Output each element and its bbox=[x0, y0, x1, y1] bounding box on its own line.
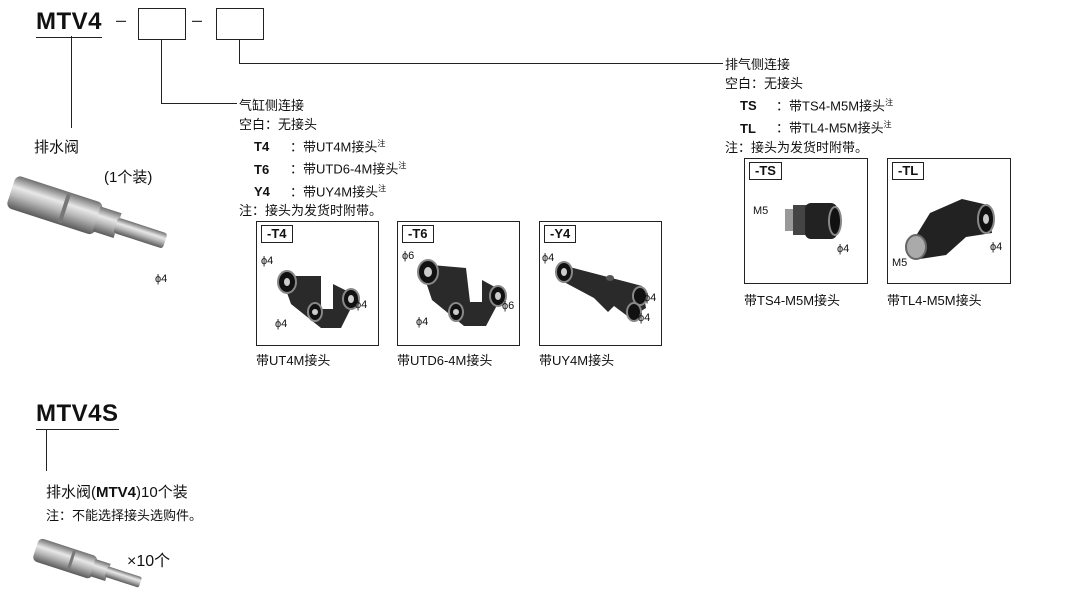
fitting-frame-ts: -TS M5 ϕ4 bbox=[744, 158, 868, 284]
fitting-frame-t6: -T6 ϕ6 ϕ6 ϕ4 bbox=[397, 221, 520, 346]
fitting-caption-ts: 带TS4-M5M接头 bbox=[744, 293, 841, 308]
leader-line-mtv4s bbox=[46, 429, 47, 471]
exhaust-side-footnote: 注：接头为发货时附带。 bbox=[725, 139, 869, 155]
mtv4s-quantity: ×10个 bbox=[127, 553, 171, 570]
model-mtv4: MTV4 bbox=[36, 8, 103, 38]
fitting-caption-tl: 带TL4-M5M接头 bbox=[887, 293, 982, 308]
straight-fitting-icon bbox=[785, 203, 842, 239]
cylinder-side-option-box bbox=[138, 8, 186, 40]
cylinder-side-block: 气缸侧连接 空白：无接头 T4：带UT4M接头注 T6：带UTD6-4M接头注 … bbox=[239, 96, 406, 220]
fitting-caption-t6: 带UTD6-4M接头 bbox=[397, 353, 493, 368]
t6-port-label-3: ϕ4 bbox=[416, 316, 429, 328]
elbow-fitting-icon bbox=[905, 199, 995, 260]
drain-valve-image bbox=[7, 176, 167, 248]
fitting-tag-t6: -T6 bbox=[402, 225, 434, 243]
cylinder-option-t4: T4：带UT4M接头注 bbox=[254, 139, 386, 155]
cylinder-option-y4: Y4：带UY4M接头注 bbox=[254, 183, 387, 199]
leader-line-exhaust-h bbox=[239, 63, 723, 64]
cylinder-option-t6: T6：带UTD6-4M接头注 bbox=[254, 161, 407, 177]
mtv4s-description: 排水阀(MTV4)10个装 bbox=[46, 484, 188, 501]
tl-port-label-m5: M5 bbox=[892, 257, 908, 269]
fitting-frame-t4: -T4 ϕ4 ϕ4 ϕ4 bbox=[256, 221, 379, 346]
t4-port-label-1: ϕ4 bbox=[261, 255, 274, 267]
exhaust-option-ts: TS：带TS4-M5M接头注 bbox=[740, 98, 894, 114]
dash-1: – bbox=[116, 10, 127, 30]
ts-port-label-phi4: ϕ4 bbox=[837, 243, 850, 255]
t4-port-label-3: ϕ4 bbox=[275, 318, 288, 330]
fitting-tag-ts: -TS bbox=[749, 162, 782, 180]
leader-line-valve bbox=[71, 36, 72, 128]
drain-valve-label: 排水阀 bbox=[34, 139, 80, 156]
y4-port-label-1: ϕ4 bbox=[542, 252, 555, 264]
fitting-caption-t4: 带UT4M接头 bbox=[256, 353, 331, 368]
exhaust-side-block: 排气侧连接 空白：无接头 TS：带TS4-M5M接头注 TL：带TL4-M5M接… bbox=[725, 55, 893, 157]
cylinder-side-footnote: 注：接头为发货时附带。 bbox=[239, 202, 383, 218]
t4-port-label-2: ϕ4 bbox=[355, 299, 368, 311]
exhaust-side-blank: 空白：无接头 bbox=[725, 76, 804, 91]
cylinder-side-blank: 空白：无接头 bbox=[239, 117, 318, 132]
t6-port-label-2: ϕ6 bbox=[502, 300, 515, 312]
ts-port-label-m5: M5 bbox=[753, 205, 769, 217]
fitting-tag-y4: -Y4 bbox=[544, 225, 577, 243]
cylinder-side-title: 气缸侧连接 bbox=[239, 98, 305, 113]
leader-line-cylinder bbox=[161, 39, 162, 104]
tee-fitting-icon bbox=[277, 270, 360, 328]
y4-port-label-3: ϕ4 bbox=[638, 312, 651, 324]
y-fitting-icon bbox=[555, 261, 648, 322]
reducer-tee-fitting-icon bbox=[417, 259, 507, 326]
fitting-tag-t4: -T4 bbox=[261, 225, 293, 243]
dash-2: – bbox=[192, 10, 203, 30]
leader-line-exhaust bbox=[239, 39, 240, 64]
model-mtv4s: MTV4S bbox=[36, 400, 119, 430]
y4-port-label-2: ϕ4 bbox=[644, 292, 657, 304]
tl-port-label-phi4: ϕ4 bbox=[990, 241, 1003, 253]
fitting-frame-y4: -Y4 ϕ4 ϕ4 ϕ4 bbox=[539, 221, 662, 346]
leader-line-cylinder-h bbox=[161, 103, 237, 104]
t6-port-label-1: ϕ6 bbox=[402, 250, 415, 262]
exhaust-option-tl: TL：带TL4-M5M接头注 bbox=[740, 120, 892, 136]
drain-valve-small-image bbox=[33, 538, 142, 588]
mtv4s-note: 注：不能选择接头选购件。 bbox=[46, 508, 203, 523]
exhaust-side-option-box bbox=[216, 8, 264, 40]
fitting-frame-tl: -TL M5 ϕ4 bbox=[887, 158, 1011, 284]
exhaust-side-title: 排气侧连接 bbox=[725, 57, 791, 72]
fitting-caption-y4: 带UY4M接头 bbox=[539, 353, 615, 368]
fitting-tag-tl: -TL bbox=[892, 162, 925, 180]
valve-phi4-label: ϕ4 bbox=[155, 273, 168, 285]
pack-label: (1个装) bbox=[104, 169, 153, 186]
